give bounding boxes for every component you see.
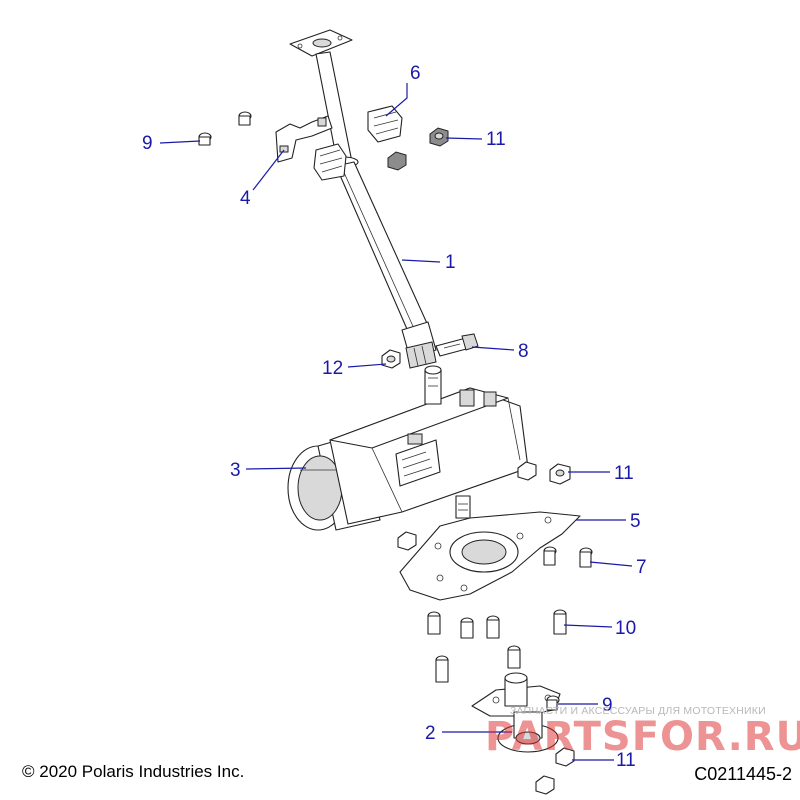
callout-11-lower: 11 (616, 750, 636, 771)
bushing-upper (367, 105, 403, 143)
callout-9-lower: 9 (602, 695, 613, 716)
nut-11-upper (429, 127, 449, 147)
callout-4: 4 (240, 188, 251, 209)
callout-12: 12 (322, 358, 343, 379)
clamp-bracket (275, 115, 333, 163)
bolt-10-c (486, 615, 500, 639)
callout-8: 8 (518, 341, 529, 362)
watermark-logo: PARTSFOR.RU (485, 714, 800, 760)
bolt-9-upper-right (238, 111, 252, 126)
diagram-id: C0211445-2 (694, 764, 792, 784)
callout-3: 3 (230, 460, 241, 481)
callout-labels: 6 9 11 4 1 8 12 3 11 5 7 10 9 2 11 (142, 63, 647, 771)
copyright-text: © 2020 Polaris Industries Inc. (22, 762, 245, 781)
watermark-caption: ЗАПЧАСТИ И АКСЕССУАРЫ ДЛЯ МОТОТЕХНИКИ (510, 705, 766, 717)
bolt-10-b (460, 617, 474, 639)
callout-5: 5 (630, 511, 641, 532)
callout-7: 7 (636, 557, 647, 578)
callout-11-mid: 11 (614, 463, 634, 484)
mounting-plate (399, 511, 581, 601)
nut-upper-mid (387, 151, 407, 171)
bushing-lower (313, 143, 347, 181)
callout-6: 6 (410, 63, 421, 84)
nut-11-mid (549, 463, 571, 485)
bolt-10-d (553, 609, 567, 635)
nut-bottom (535, 775, 555, 795)
bolt-lower-b (507, 645, 521, 669)
bolt-7-right (579, 547, 593, 568)
callout-11-upper: 11 (486, 129, 506, 150)
pinch-bolt-8 (435, 333, 479, 357)
callout-9-upper: 9 (142, 133, 153, 154)
nut-lower-left (397, 531, 417, 551)
bolt-10-a (427, 611, 441, 635)
nut-12 (381, 349, 401, 369)
callout-10: 10 (615, 618, 636, 639)
leader-lines (159, 83, 633, 761)
power-steering-unit (287, 365, 529, 531)
callout-2: 2 (425, 723, 436, 744)
callout-1: 1 (445, 252, 456, 273)
bolt-7-left (543, 546, 557, 566)
bolt-9-lower (546, 695, 560, 711)
bolt-9-upper-left (198, 132, 212, 146)
output-flange (471, 672, 561, 753)
bolt-lower-a (435, 655, 449, 683)
nut-11-lower (555, 747, 575, 767)
nut-mid-left (517, 461, 537, 481)
